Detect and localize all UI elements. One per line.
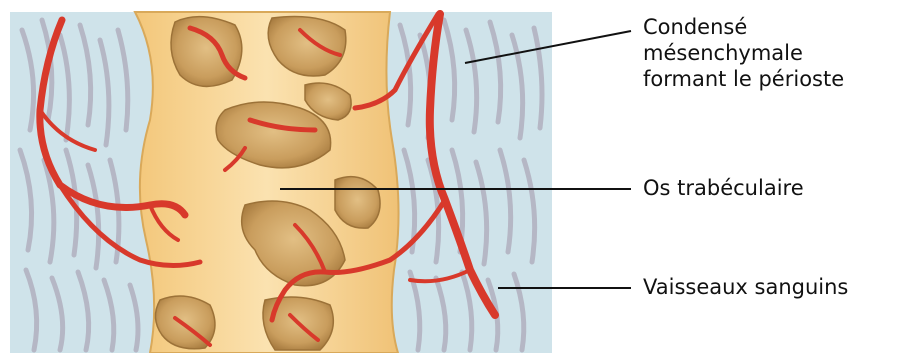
label-periosteum-line-3: formant le périoste — [643, 66, 844, 92]
label-blood-vessels: Vaisseaux sanguins — [643, 274, 848, 300]
label-periosteum: Condensé mésenchymale formant le périost… — [643, 14, 844, 92]
label-trabecular-bone: Os trabéculaire — [643, 175, 804, 201]
label-periosteum-line-1: Condensé — [643, 14, 844, 40]
label-periosteum-line-2: mésenchymale — [643, 40, 844, 66]
